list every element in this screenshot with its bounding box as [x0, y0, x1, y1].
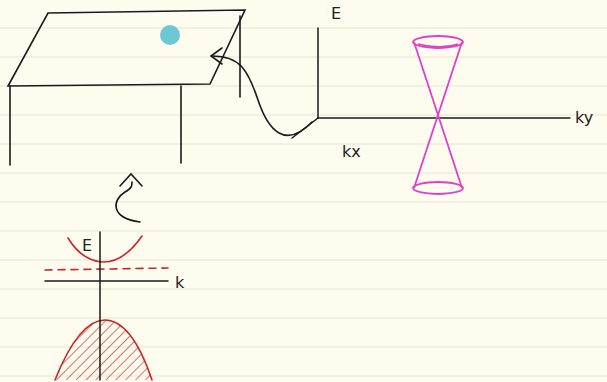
- axis-label: ky: [575, 110, 593, 126]
- axis-label: E: [331, 6, 341, 22]
- arrow-up: [116, 174, 142, 222]
- bands: [45, 236, 168, 380]
- axis-label: kx: [342, 144, 361, 160]
- surface-dot: [160, 25, 180, 45]
- axis-label: E: [82, 238, 92, 254]
- slab: [8, 10, 245, 165]
- valence-hatch: [55, 320, 152, 380]
- cone-axes: [292, 28, 570, 138]
- dirac-cone: [413, 36, 463, 194]
- arrow-to-slab: [211, 48, 312, 135]
- axis-label: k: [175, 275, 184, 291]
- band-axes: [45, 232, 168, 380]
